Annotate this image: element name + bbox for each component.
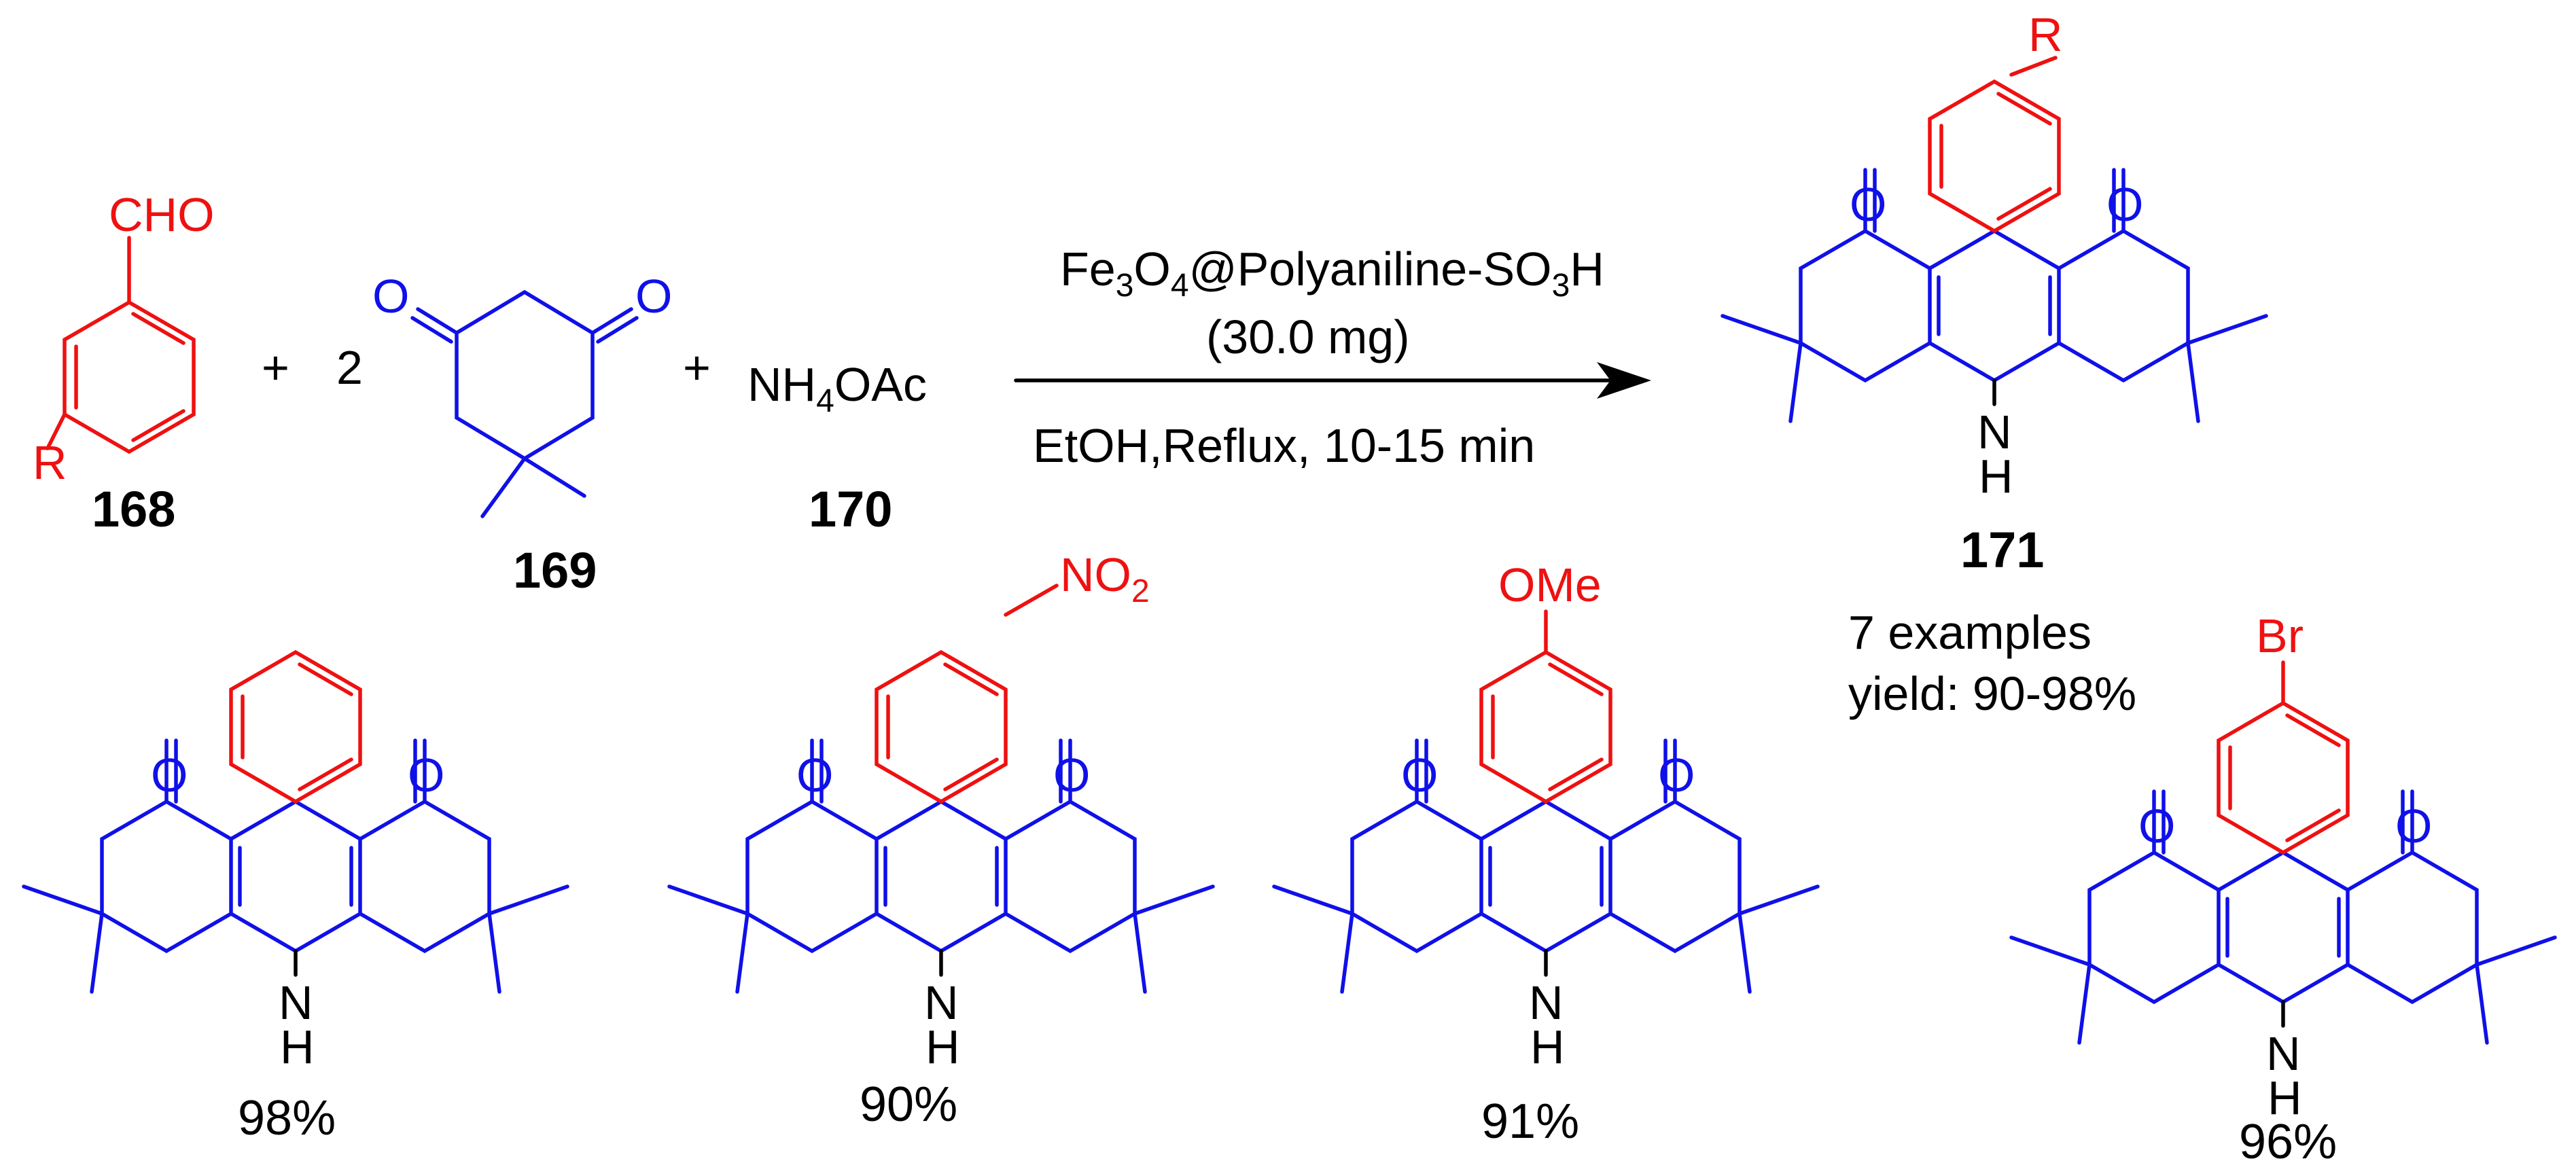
example1-nh-n: N <box>279 976 313 1029</box>
product-nh-n: N <box>1977 406 2012 459</box>
example-nitrophenyl: NO2 O O N H 90% <box>669 548 1213 1132</box>
compound-171-label: 171 <box>1960 522 2044 578</box>
example2-yield: 90% <box>860 1077 957 1132</box>
stoich-coefficient: 2 <box>336 341 363 394</box>
aldehyde-168: CHO R 168 <box>33 188 215 537</box>
plus-sign-2: + <box>683 341 711 394</box>
example1-nh-h: H <box>280 1020 315 1073</box>
product-171: R O O N H 171 <box>1723 8 2266 578</box>
catalyst-amount-label: (30.0 mg) <box>1206 310 1410 363</box>
example2-nh-h: H <box>925 1020 960 1073</box>
compound-168-label: 168 <box>92 481 175 537</box>
ammonium-acetate-formula: NH4OAc <box>747 358 927 419</box>
example-phenyl: O O N H 98% <box>24 652 567 1145</box>
example3-nh-n: N <box>1529 976 1564 1029</box>
example-methoxyphenyl: OMe O O N H 91% <box>1274 558 1818 1149</box>
nitro-group-label: NO2 <box>1060 548 1150 609</box>
example4-oxygen-right: O <box>2395 800 2432 853</box>
example-bromophenyl: Br O O N H 96% <box>2011 609 2555 1163</box>
solvent-conditions-label: EtOH,Reflux, 10-15 min <box>1033 419 1535 472</box>
dimedone-oxygen-left: O <box>372 270 409 323</box>
product-oxygen-left: O <box>1850 178 1886 231</box>
examples-count-label: 7 examples <box>1848 606 2092 659</box>
example1-oxygen-left: O <box>151 749 188 802</box>
methoxy-label: OMe <box>1498 558 1602 611</box>
example1-yield: 98% <box>238 1091 336 1145</box>
reaction-arrow <box>1014 362 1651 399</box>
product-oxygen-right: O <box>2106 178 2143 231</box>
example3-yield: 91% <box>1481 1094 1579 1149</box>
catalyst-label: Fe3O4@Polyaniline-SO3H <box>1060 243 1604 304</box>
r-substituent-label: R <box>33 436 67 489</box>
example3-nh-h: H <box>1530 1020 1565 1073</box>
example1-oxygen-right: O <box>408 749 444 802</box>
example4-nh-h: H <box>2268 1071 2302 1124</box>
example4-yield: 96% <box>2239 1115 2337 1163</box>
plus-sign-1: + <box>262 341 289 394</box>
dimedone-oxygen-right: O <box>635 270 672 323</box>
product-r-label: R <box>2028 8 2063 61</box>
example4-oxygen-left: O <box>2138 800 2175 853</box>
example2-oxygen-left: O <box>796 749 833 802</box>
cho-label: CHO <box>109 188 215 241</box>
product-nh-h: H <box>1979 450 2013 503</box>
dimedone-169: O O 169 <box>372 270 672 598</box>
example3-oxygen-right: O <box>1658 749 1695 802</box>
bromo-label: Br <box>2256 609 2304 662</box>
example4-nh-n: N <box>2266 1027 2301 1080</box>
ammonium-acetate-170: NH4OAc 170 <box>747 358 927 537</box>
example3-oxygen-left: O <box>1401 749 1438 802</box>
yield-range-label: yield: 90-98% <box>1848 667 2136 720</box>
compound-170-label: 170 <box>809 481 892 537</box>
example2-oxygen-right: O <box>1053 749 1090 802</box>
compound-169-label: 169 <box>513 542 597 598</box>
example2-nh-n: N <box>924 976 959 1029</box>
